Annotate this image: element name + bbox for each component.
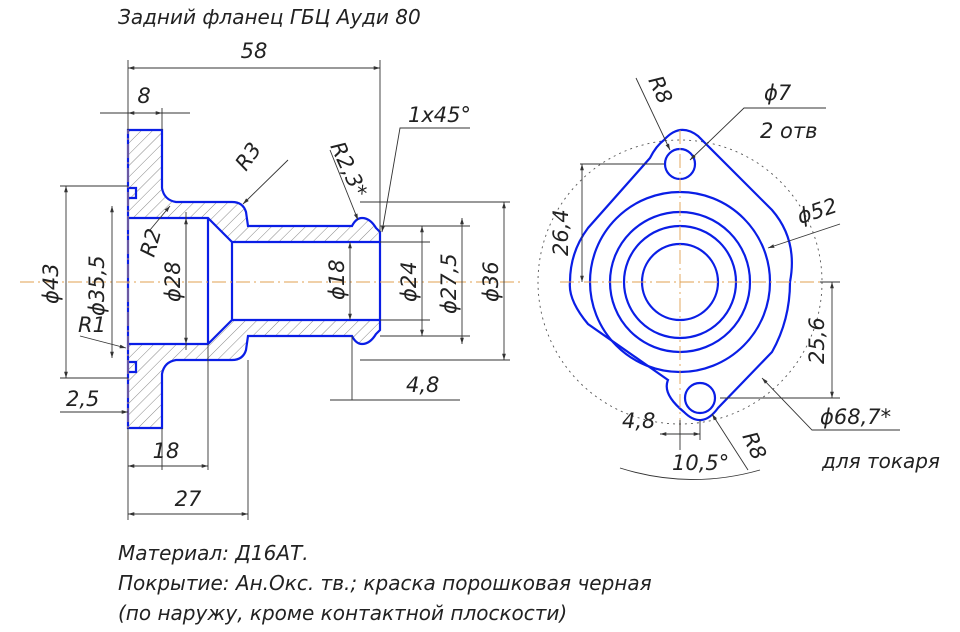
note-material: Материал: Д16АТ. <box>118 541 309 565</box>
front-view <box>537 77 900 480</box>
dim-holes: 2 отв <box>760 119 818 143</box>
leader-d52 <box>767 223 841 249</box>
turner-note: для токаря <box>821 449 940 473</box>
dim-r8-bottom: R8 <box>737 428 771 463</box>
note-coating-detail: (по наружу, кроме контактной плоскости) <box>118 601 567 625</box>
dim-18: 18 <box>153 439 180 463</box>
section-outline <box>126 128 382 430</box>
dim-256: 25,6 <box>805 317 829 364</box>
dim-d24: ϕ24 <box>397 261 421 302</box>
angle-arc <box>619 467 761 480</box>
dim-chamfer: 1x45° <box>408 103 471 127</box>
dim-angle: 10,5° <box>672 451 729 475</box>
dim-d275: ϕ27,5 <box>437 253 461 314</box>
dim-48: 4,8 <box>406 373 439 397</box>
leader-r8-top <box>635 77 671 151</box>
dim-25: 2,5 <box>66 387 99 411</box>
leader-r2 <box>149 205 171 231</box>
dim-r3: R3 <box>230 138 266 175</box>
dim-27: 27 <box>175 487 202 511</box>
dim-d52: ϕ52 <box>794 193 840 228</box>
face-groove-bottom <box>128 360 138 374</box>
dim-d355: ϕ35,5 <box>85 255 109 316</box>
dim-r1: R1 <box>78 313 106 337</box>
leader-r23 <box>329 149 359 221</box>
dim-r2: R2 <box>136 226 166 259</box>
dim-r8-top: R8 <box>643 72 677 107</box>
face-groove-top <box>128 186 138 200</box>
note-coating: Покрытие: Ан.Окс. тв.; краска порошковая… <box>118 571 652 595</box>
drawing-title: Задний фланец ГБЦ Ауди 80 <box>118 5 421 29</box>
dim-8: 8 <box>137 84 150 108</box>
leader-r3 <box>242 159 289 205</box>
leader-d7 <box>689 107 826 161</box>
dim-d7: ϕ7 <box>764 81 792 105</box>
lower-hatch-region <box>128 320 380 428</box>
dim-48-front: 4,8 <box>622 409 655 433</box>
section-view <box>20 60 520 520</box>
dim-d28: ϕ28 <box>161 261 185 302</box>
bolt-hole-bottom <box>683 381 717 415</box>
leader-d687 <box>761 377 900 431</box>
dim-d36: ϕ36 <box>479 261 503 302</box>
dim-r23: R2,3* <box>325 138 371 201</box>
front-extension-lines <box>580 163 840 450</box>
upper-hatch-region <box>128 130 380 242</box>
dim-264: 26,4 <box>549 209 573 256</box>
leader-r8-bottom <box>711 413 749 471</box>
dim-d687: ϕ68,7* <box>820 405 891 429</box>
dim-d43: ϕ43 <box>39 263 63 304</box>
section-bore <box>128 216 380 346</box>
leader-r1 <box>79 335 127 349</box>
dim-58: 58 <box>241 39 268 63</box>
dim-d18: ϕ18 <box>325 259 349 300</box>
leader-chamfer <box>381 127 470 233</box>
flange-outline <box>568 128 793 422</box>
